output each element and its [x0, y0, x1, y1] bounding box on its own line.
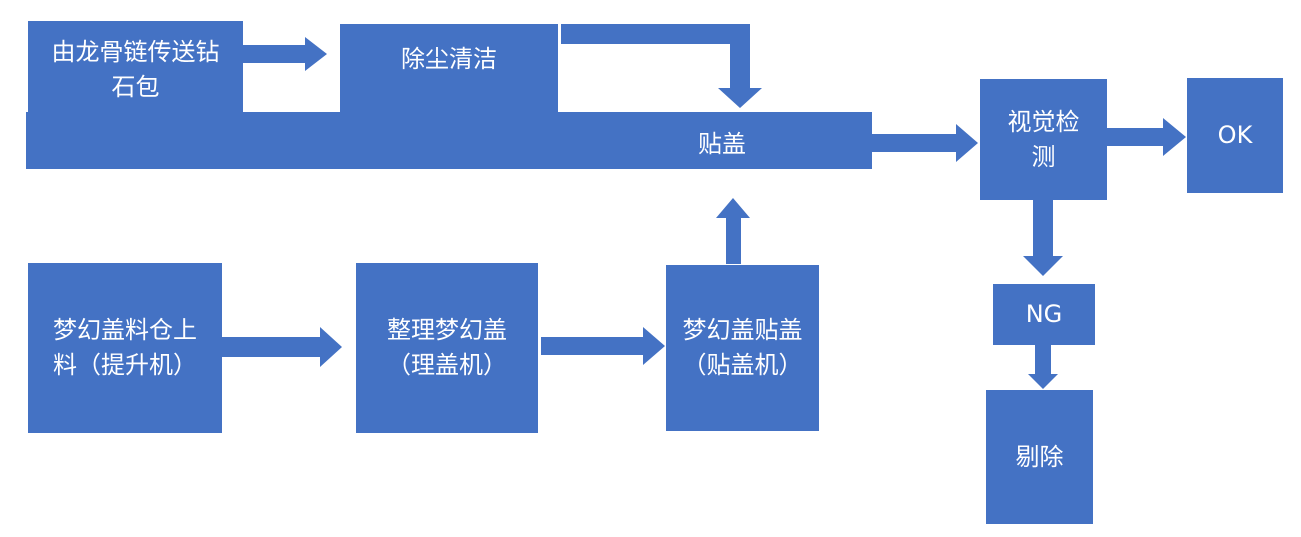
arrow-inspect-to-ok: [1107, 118, 1186, 156]
ng-label: NG: [1025, 300, 1063, 329]
visual-inspect-label: 视觉检测: [1007, 107, 1080, 171]
arrow-applying-to-lid-attach: [716, 198, 750, 264]
visual-inspect-box: 视觉检测: [980, 79, 1107, 200]
lid-loading-box: 梦幻盖料仓上料（提升机）: [28, 263, 222, 433]
lid-sorting-label: 整理梦幻盖（理盖机）: [387, 316, 507, 379]
keel-chain-transport-box: 由龙骨链传送钻石包: [28, 21, 243, 119]
arrow-keel-to-dust: [243, 37, 327, 71]
reject-box: 剔除: [986, 390, 1093, 524]
lid-applying-label: 梦幻盖贴盖（贴盖机）: [682, 316, 803, 379]
lid-attach-bar: [26, 112, 872, 169]
dust-clean-box: 除尘清洁: [340, 24, 558, 118]
arrow-dust-to-lid-attach: [561, 24, 762, 108]
lid-attach-label: 贴盖: [698, 130, 746, 158]
ng-box: NG: [993, 284, 1095, 345]
lid-loading-label: 梦幻盖料仓上料（提升机）: [53, 316, 197, 379]
dust-clean-label: 除尘清洁: [401, 45, 497, 73]
arrow-ng-to-reject: [1028, 345, 1058, 389]
arrow-loading-to-sorting: [222, 327, 342, 367]
arrow-sorting-to-applying: [541, 327, 665, 365]
lid-applying-box: 梦幻盖贴盖（贴盖机）: [666, 265, 819, 431]
arrow-inspect-to-ng: [1023, 200, 1063, 276]
arrow-lid-to-inspect: [872, 124, 978, 162]
lid-sorting-box: 整理梦幻盖（理盖机）: [356, 263, 538, 433]
ok-label: OK: [1217, 121, 1253, 150]
keel-chain-transport-label: 由龙骨链传送钻石包: [51, 38, 220, 101]
ok-box: OK: [1187, 78, 1283, 193]
reject-label: 剔除: [1015, 442, 1064, 471]
